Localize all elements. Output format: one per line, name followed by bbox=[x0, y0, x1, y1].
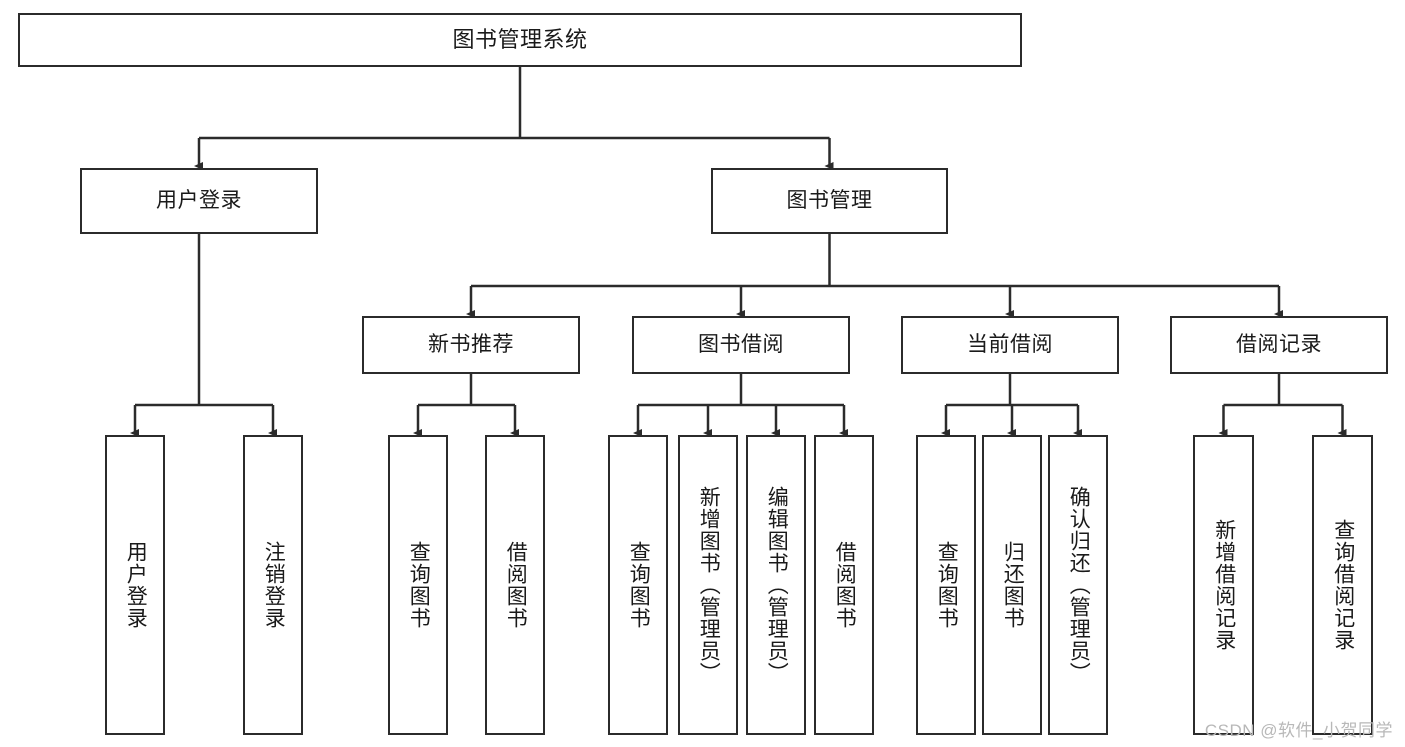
node-login[interactable]: 用户登录 bbox=[80, 168, 318, 234]
node-current[interactable]: 当前借阅 bbox=[901, 316, 1119, 374]
node-label: 查询图书 bbox=[407, 541, 431, 629]
node-label: 当前借阅 bbox=[967, 332, 1053, 356]
node-leaf-borrow-book-1[interactable]: 借阅图书 bbox=[485, 435, 545, 735]
node-leaf-query-record[interactable]: 查询借阅记录 bbox=[1312, 435, 1373, 735]
node-label: 新书推荐 bbox=[428, 332, 514, 356]
node-leaf-user-logout[interactable]: 注销登录 bbox=[243, 435, 303, 735]
node-root[interactable]: 图书管理系统 bbox=[18, 13, 1022, 67]
node-label: 编辑图书（管理员） bbox=[765, 486, 789, 684]
node-label: 确认归还（管理员） bbox=[1067, 486, 1091, 684]
node-borrow[interactable]: 图书借阅 bbox=[632, 316, 850, 374]
node-label: 新增借阅记录 bbox=[1212, 519, 1236, 651]
node-leaf-add-book[interactable]: 新增图书（管理员） bbox=[678, 435, 738, 735]
node-record[interactable]: 借阅记录 bbox=[1170, 316, 1388, 374]
node-label: 归还图书 bbox=[1001, 541, 1025, 629]
node-leaf-query-book-3[interactable]: 查询图书 bbox=[916, 435, 976, 735]
node-label: 借阅记录 bbox=[1236, 332, 1322, 356]
node-label: 注销登录 bbox=[262, 541, 286, 629]
node-bookmgmt[interactable]: 图书管理 bbox=[711, 168, 948, 234]
node-label: 新增图书（管理员） bbox=[697, 486, 721, 684]
node-label: 用户登录 bbox=[156, 188, 242, 212]
node-newbook[interactable]: 新书推荐 bbox=[362, 316, 580, 374]
node-label: 借阅图书 bbox=[833, 541, 857, 629]
node-leaf-add-record[interactable]: 新增借阅记录 bbox=[1193, 435, 1254, 735]
node-label: 借阅图书 bbox=[504, 541, 528, 629]
node-label: 图书管理系统 bbox=[452, 27, 588, 53]
node-label: 查询借阅记录 bbox=[1331, 519, 1355, 651]
node-leaf-confirm-return[interactable]: 确认归还（管理员） bbox=[1048, 435, 1108, 735]
node-leaf-edit-book[interactable]: 编辑图书（管理员） bbox=[746, 435, 806, 735]
node-leaf-borrow-book-2[interactable]: 借阅图书 bbox=[814, 435, 874, 735]
node-label: 查询图书 bbox=[935, 541, 959, 629]
node-leaf-query-book-1[interactable]: 查询图书 bbox=[388, 435, 448, 735]
node-label: 图书借阅 bbox=[698, 332, 784, 356]
node-label: 图书管理 bbox=[786, 188, 873, 212]
watermark: CSDN @软件_小贺同学 bbox=[1204, 721, 1393, 740]
node-leaf-user-login[interactable]: 用户登录 bbox=[105, 435, 165, 735]
node-leaf-return-book[interactable]: 归还图书 bbox=[982, 435, 1042, 735]
node-label: 查询图书 bbox=[627, 541, 651, 629]
node-leaf-query-book-2[interactable]: 查询图书 bbox=[608, 435, 668, 735]
node-label: 用户登录 bbox=[124, 541, 148, 629]
